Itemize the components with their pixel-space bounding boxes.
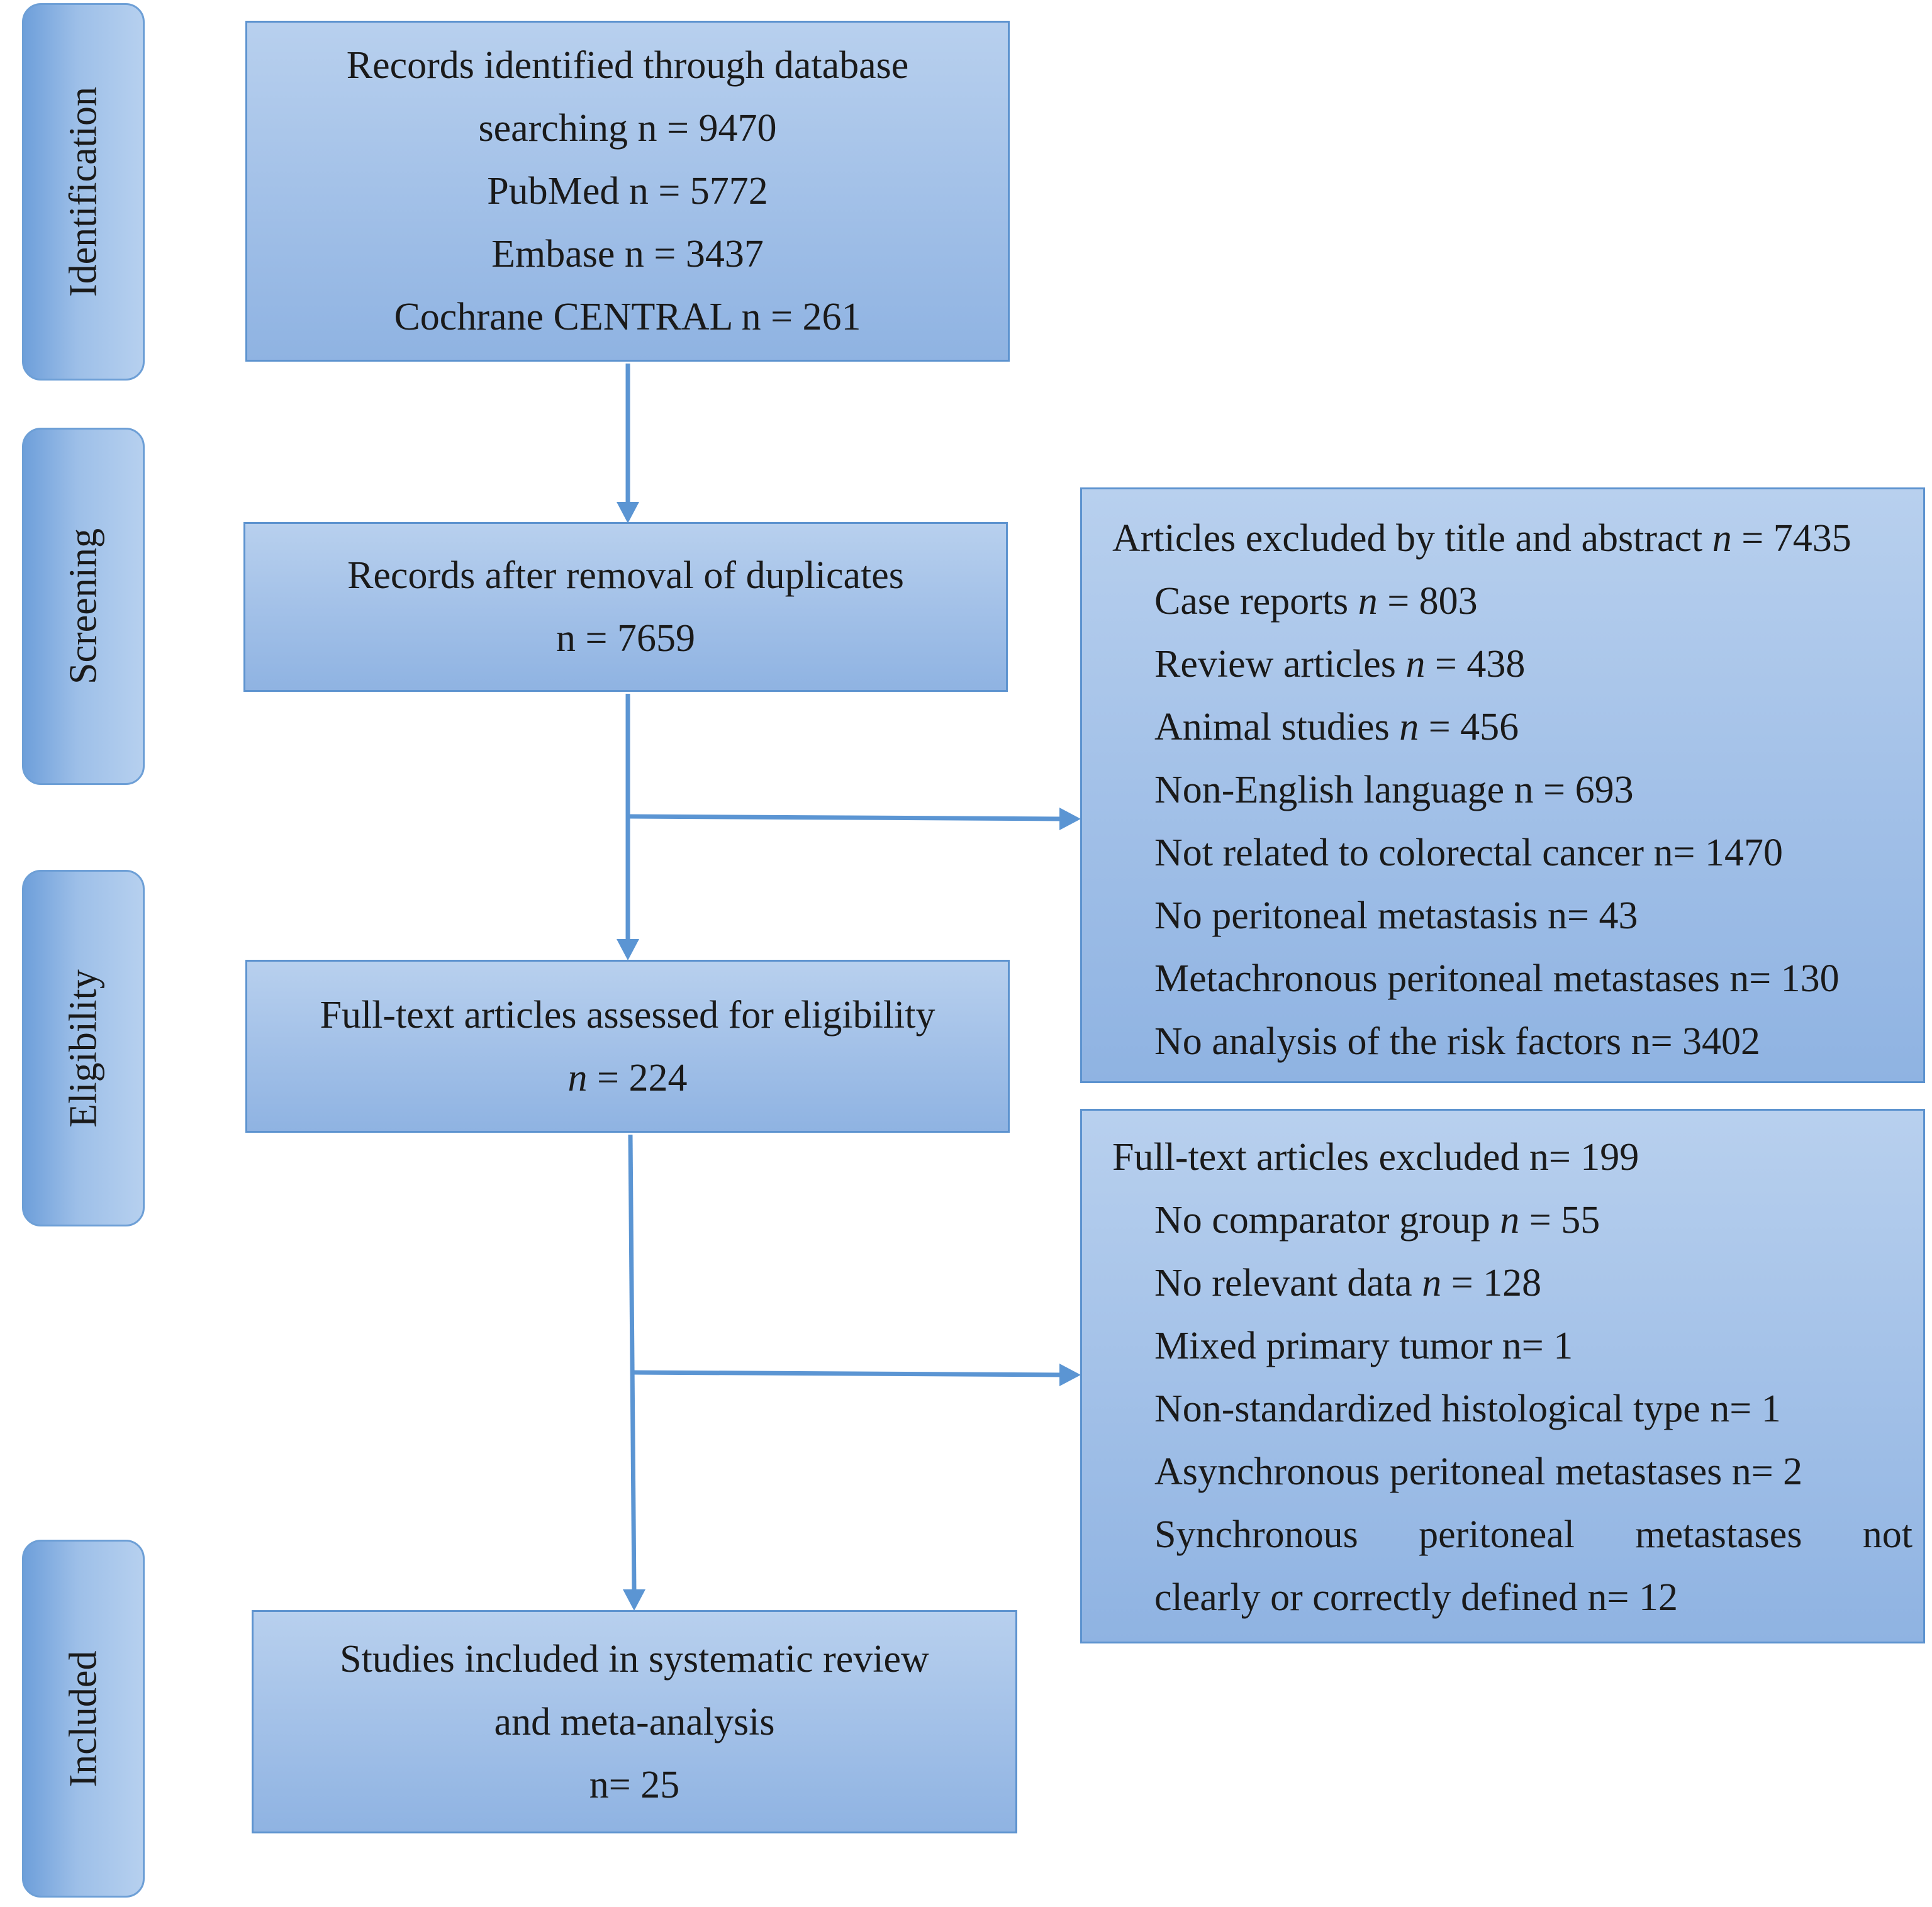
excluded-abstract-item: Animal studies n = 456 <box>1154 706 1519 748</box>
included-line-2: and meta-analysis <box>494 1700 775 1743</box>
excluded-abstract-box: Articles excluded by title and abstract … <box>1080 487 1925 1083</box>
excluded-abstract-item: Not related to colorectal cancer n= 1470 <box>1154 831 1783 874</box>
identified-pubmed: PubMed n = 5772 <box>487 170 768 213</box>
excluded-fulltext-item: Mixed primary tumor n= 1 <box>1154 1325 1573 1367</box>
excluded-abstract-item: Review articles n = 438 <box>1154 643 1526 686</box>
excluded-fulltext-item: Asynchronous peritoneal metastases n= 2 <box>1154 1450 1803 1493</box>
excluded-abstract-title: Articles excluded by title and abstract … <box>1112 517 1851 560</box>
excluded-fulltext-item: No relevant data n = 128 <box>1154 1262 1542 1304</box>
identified-line-1: Records identified through database <box>346 44 909 87</box>
excluded-fulltext-item: clearly or correctly defined n= 12 <box>1154 1576 1678 1619</box>
excluded-abstract-item: No analysis of the risk factors n= 3402 <box>1154 1020 1761 1063</box>
excluded-fulltext-title: Full-text articles excluded n= 199 <box>1112 1136 1639 1179</box>
screened-box: Records after removal of duplicates n = … <box>243 522 1008 692</box>
identified-line-2: searching n = 9470 <box>478 107 777 150</box>
arrowhead-fulltext <box>617 939 639 960</box>
included-line-1: Studies included in systematic review <box>340 1637 929 1681</box>
excluded-fulltext-box: Full-text articles excluded n= 199 No co… <box>1080 1109 1925 1643</box>
arrowhead-excluded-abstract <box>1059 808 1081 830</box>
excluded-fulltext-item: Synchronous peritoneal metastases not <box>1154 1513 1912 1556</box>
stage-screening: Screening <box>22 428 145 785</box>
identified-embase: Embase n = 3437 <box>491 233 764 275</box>
excluded-abstract-item: Non-English language n = 693 <box>1154 769 1634 811</box>
arrowhead-excluded-fulltext <box>1059 1364 1081 1386</box>
fulltext-line-1: Full-text articles assessed for eligibil… <box>320 993 935 1037</box>
arrow-fulltext-to-excluded <box>631 1370 1064 1377</box>
included-box: Studies included in systematic review an… <box>252 1610 1017 1833</box>
included-line-3: n= 25 <box>589 1763 680 1806</box>
arrow-screened-to-excluded <box>627 814 1064 821</box>
identified-cochrane: Cochrane CENTRAL n = 261 <box>394 296 861 338</box>
excluded-fulltext-item: Non-standardized histological type n= 1 <box>1154 1387 1781 1430</box>
screened-line-1: Records after removal of duplicates <box>347 554 904 597</box>
arrowhead-screened <box>617 502 639 523</box>
arrow-fulltext-to-included <box>628 1134 637 1592</box>
excluded-fulltext-item: No comparator group n = 55 <box>1154 1199 1600 1242</box>
fulltext-box: Full-text articles assessed for eligibil… <box>245 960 1010 1133</box>
excluded-abstract-item: Metachronous peritoneal metastases n= 13… <box>1154 957 1840 1000</box>
identified-box: Records identified through database sear… <box>245 21 1010 362</box>
excluded-abstract-item: Case reports n = 803 <box>1154 580 1478 623</box>
arrowhead-included <box>623 1589 645 1611</box>
stage-identification: Identification <box>22 3 145 381</box>
screened-line-2: n = 7659 <box>556 617 695 660</box>
excluded-abstract-item: No peritoneal metastasis n= 43 <box>1154 894 1638 937</box>
stage-included: Included <box>22 1540 145 1898</box>
stage-eligibility: Eligibility <box>22 870 145 1226</box>
fulltext-line-2: n = 224 <box>567 1056 688 1099</box>
